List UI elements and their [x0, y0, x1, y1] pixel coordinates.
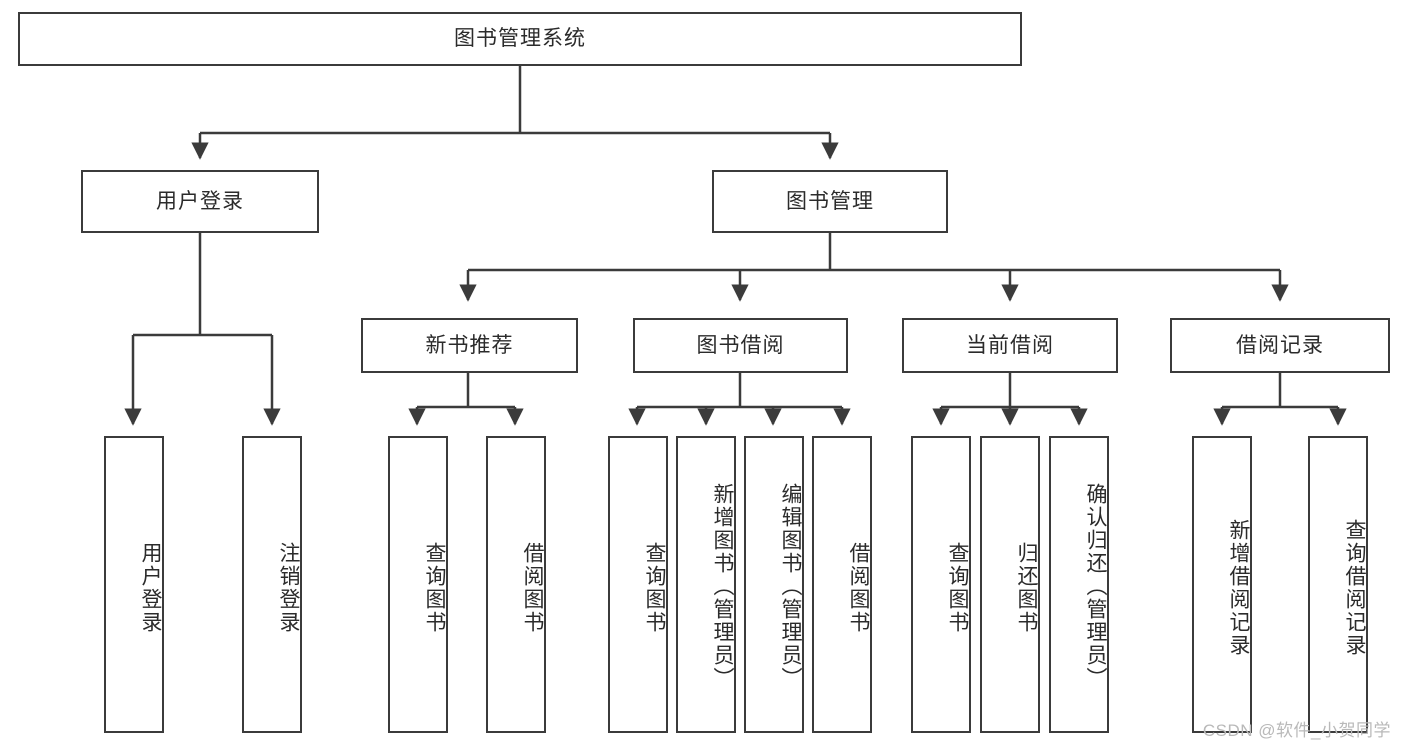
node-label: 查询图书	[946, 541, 969, 634]
leaf-book-borrow-borrow-book[interactable]: 借阅图书	[812, 436, 872, 733]
node-label: 注销登录	[277, 541, 300, 634]
node-label: 图书管理	[786, 189, 874, 213]
leaf-book-borrow-query-book[interactable]: 查询图书	[608, 436, 668, 733]
leaf-user-login-logout[interactable]: 注销登录	[242, 436, 302, 733]
node-label: 查询图书	[643, 541, 666, 634]
leaf-current-borrow-return-book[interactable]: 归还图书	[980, 436, 1040, 733]
node-book-management[interactable]: 图书管理	[712, 170, 948, 233]
node-label: 借阅图书	[847, 541, 870, 634]
node-label: 用户登录	[139, 541, 162, 634]
node-label: 借阅记录	[1236, 333, 1324, 357]
node-current-borrow[interactable]: 当前借阅	[902, 318, 1118, 373]
node-label: 借阅图书	[521, 541, 544, 634]
node-label: 当前借阅	[966, 333, 1054, 357]
leaf-book-borrow-edit-book-admin[interactable]: 编辑图书（管理员）	[744, 436, 804, 733]
node-label: 编辑图书（管理员）	[779, 483, 802, 690]
node-label: 新书推荐	[425, 333, 514, 357]
leaf-user-login-login[interactable]: 用户登录	[104, 436, 164, 733]
node-user-login[interactable]: 用户登录	[81, 170, 319, 233]
node-label: 查询借阅记录	[1343, 518, 1366, 657]
node-root-book-management-system[interactable]: 图书管理系统	[18, 12, 1022, 66]
node-label: 新增借阅记录	[1227, 518, 1250, 657]
node-label: 归还图书	[1015, 541, 1038, 634]
leaf-borrow-record-query-record[interactable]: 查询借阅记录	[1308, 436, 1368, 733]
leaf-new-book-query-book[interactable]: 查询图书	[388, 436, 448, 733]
node-borrow-record[interactable]: 借阅记录	[1170, 318, 1390, 373]
leaf-current-borrow-confirm-return-admin[interactable]: 确认归还（管理员）	[1049, 436, 1109, 733]
node-book-borrow[interactable]: 图书借阅	[633, 318, 848, 373]
node-label: 用户登录	[156, 189, 244, 213]
leaf-borrow-record-add-record[interactable]: 新增借阅记录	[1192, 436, 1252, 733]
node-label: 查询图书	[423, 541, 446, 634]
csdn-watermark: CSDN @软件_小贺同学	[1202, 721, 1391, 740]
node-label: 确认归还（管理员）	[1084, 483, 1107, 690]
leaf-new-book-borrow-book[interactable]: 借阅图书	[486, 436, 546, 733]
leaf-current-borrow-query-book[interactable]: 查询图书	[911, 436, 971, 733]
node-label: 图书管理系统	[454, 27, 586, 51]
node-label: 图书借阅	[696, 333, 785, 357]
node-new-book-recommend[interactable]: 新书推荐	[361, 318, 578, 373]
node-label: 新增图书（管理员）	[711, 483, 734, 690]
leaf-book-borrow-add-book-admin[interactable]: 新增图书（管理员）	[676, 436, 736, 733]
